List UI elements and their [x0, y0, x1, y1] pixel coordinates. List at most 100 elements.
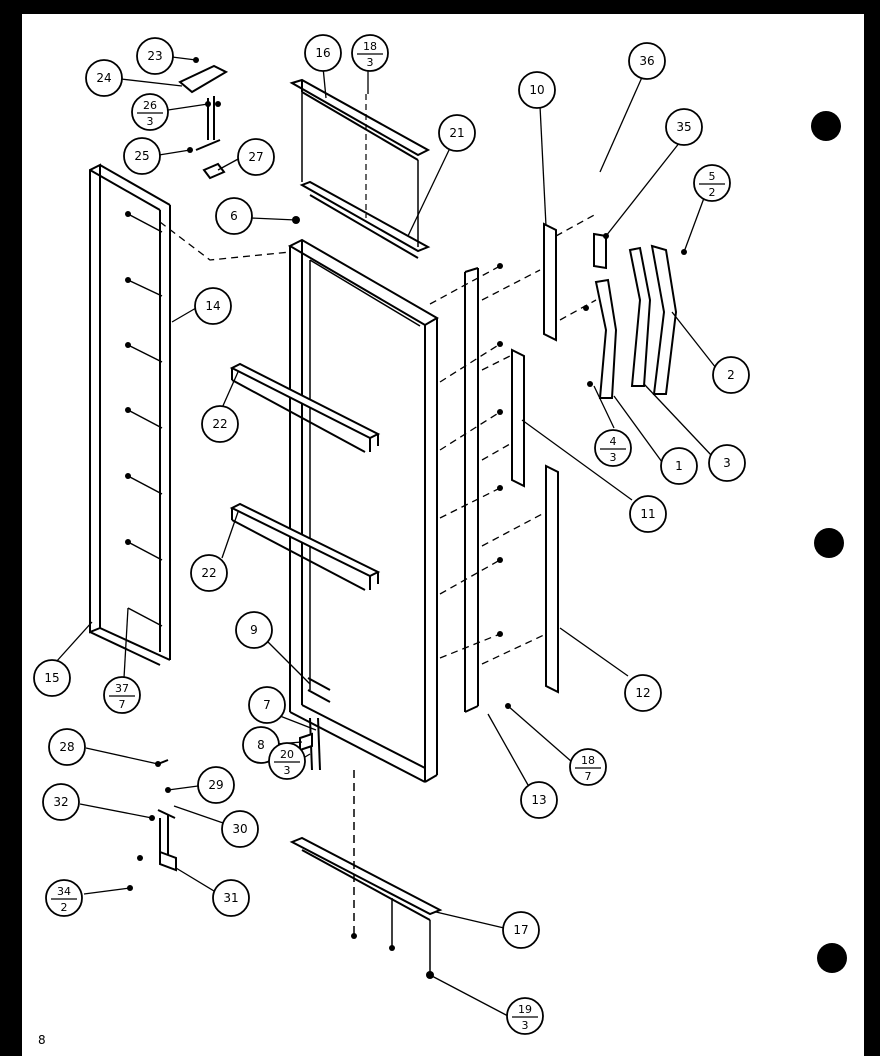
part-side-panel [464, 267, 479, 713]
callout-circle [221, 810, 259, 848]
callout-number: 29 [208, 778, 223, 792]
callout-c28: 28 [48, 728, 86, 766]
callout-c27: 27 [237, 138, 275, 176]
callout-c11: 11 [629, 495, 667, 533]
callout-number: 9 [250, 623, 258, 637]
alignment-lines [159, 213, 597, 665]
callout-c15: 15 [33, 659, 71, 697]
callout-number: 1 [675, 459, 683, 473]
callout-circle [304, 34, 342, 72]
callout-c26: 263 [131, 93, 169, 131]
callout-circle [629, 495, 667, 533]
callout-number-bottom: 3 [147, 115, 154, 128]
callout-number-top: 18 [581, 754, 595, 767]
part-gasket-strip [89, 163, 171, 666]
callout-number: 24 [96, 71, 111, 85]
callout-c20: 203 [268, 742, 306, 780]
callout-c23: 23 [136, 37, 174, 75]
callout-c16: 16 [304, 34, 342, 72]
corner-mark: 8 [38, 1033, 46, 1047]
callout-circle [123, 137, 161, 175]
callout-number: 22 [212, 417, 227, 431]
part-top-hinge [178, 64, 229, 180]
callout-c14: 14 [194, 287, 232, 325]
callout-circle [237, 138, 275, 176]
callout-c21: 21 [438, 114, 476, 152]
callout-number-top: 26 [143, 99, 157, 112]
callout-number: 3 [723, 456, 731, 470]
fastener-dots [125, 57, 687, 979]
callout-circle [518, 71, 556, 109]
callout-number: 32 [53, 795, 68, 809]
callout-c19: 193 [506, 997, 544, 1035]
callout-circle [215, 197, 253, 235]
callout-circle [103, 676, 141, 714]
part-hinge-pivot [299, 677, 331, 771]
part-handle-1 [594, 278, 618, 399]
callout-number: 23 [147, 49, 162, 63]
callout-c34: 342 [45, 879, 83, 917]
callout-number: 13 [531, 793, 546, 807]
callout-circle [42, 783, 80, 821]
callout-c4: 43 [594, 429, 632, 467]
callout-number: 12 [635, 686, 650, 700]
callout-c32: 32 [42, 783, 80, 821]
callout-number-top: 4 [610, 435, 617, 448]
callout-number: 17 [513, 923, 528, 937]
callout-circle [712, 356, 750, 394]
callout-c9: 9 [235, 611, 273, 649]
callout-number: 15 [44, 671, 59, 685]
callout-circle [569, 748, 607, 786]
callout-number-top: 5 [709, 170, 716, 183]
callout-circle [201, 405, 239, 443]
part-shelf-bracket-lower [229, 502, 381, 591]
callout-number: 10 [529, 83, 544, 97]
callout-number: 30 [232, 822, 247, 836]
part-handle-mount [543, 222, 557, 342]
callout-number-top: 18 [363, 40, 377, 53]
callout-c1: 1 [660, 447, 698, 485]
callout-circle [502, 911, 540, 949]
callout-c7: 7 [248, 686, 286, 724]
callout-number-bottom: 7 [119, 698, 126, 711]
callout-c18a: 183 [351, 34, 389, 72]
callout-c5: 52 [693, 164, 731, 202]
callout-circle [693, 164, 731, 202]
callout-number: 27 [248, 150, 263, 164]
callout-circle [594, 429, 632, 467]
part-shelf-bracket-upper [229, 362, 381, 453]
callout-c37: 377 [103, 676, 141, 714]
callout-number: 8 [257, 738, 265, 752]
callout-c31: 31 [212, 879, 250, 917]
callout-number: 22 [201, 566, 216, 580]
callout-number: 21 [449, 126, 464, 140]
callout-circle [506, 997, 544, 1035]
callout-c10: 10 [518, 71, 556, 109]
callout-circle [235, 611, 273, 649]
callout-number: 25 [134, 149, 149, 163]
callout-circle [136, 37, 174, 75]
callout-circle [190, 554, 228, 592]
part-bottom-channel [289, 836, 443, 921]
callout-number: 36 [639, 54, 654, 68]
callout-number: 6 [230, 209, 238, 223]
callout-number: 31 [223, 891, 238, 905]
callout-number: 35 [676, 120, 691, 134]
callout-c12: 12 [624, 674, 662, 712]
callout-number: 11 [640, 507, 655, 521]
part-trim-strip [511, 348, 525, 488]
callout-c22a: 22 [201, 405, 239, 443]
callout-c13: 13 [520, 781, 558, 819]
callout-c36: 36 [628, 42, 666, 80]
callout-circle [438, 114, 476, 152]
part-handle-2 [650, 244, 678, 395]
callout-number-bottom: 3 [284, 764, 291, 777]
callout-circle [248, 686, 286, 724]
callout-circle [33, 659, 71, 697]
part-handle-cap [593, 232, 607, 270]
callout-c35: 35 [665, 108, 703, 146]
callout-circle [520, 781, 558, 819]
